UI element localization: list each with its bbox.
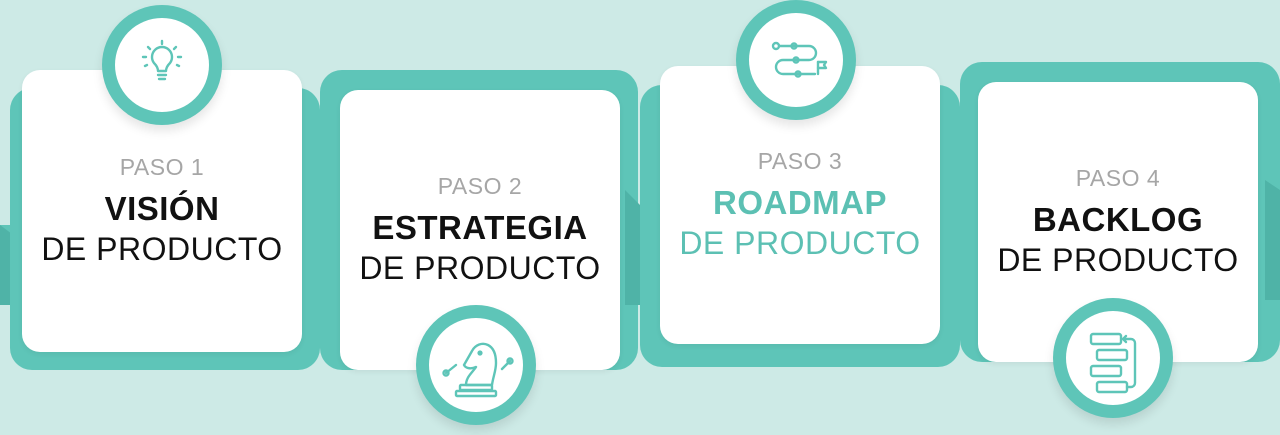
step-subtitle: DE PRODUCTO [997,241,1239,278]
step-label: PASO 3 [757,147,843,174]
step-label: PASO 4 [1075,164,1161,191]
lightbulb-icon [141,39,183,81]
step-2-badge [416,305,536,425]
step-subtitle: DE PRODUCTO [41,230,283,267]
chess-knight-icon [442,342,514,398]
step-4-badge [1053,298,1173,418]
backlog-list-icon [1089,332,1137,394]
step-subtitle: DE PRODUCTO [359,249,601,286]
step-label: PASO 1 [119,153,205,180]
step-1-badge [102,5,222,125]
step-3-badge [736,0,856,120]
step-card-1: PASO 1 VISIÓN DE PRODUCTO [22,70,302,352]
route-icon [771,41,828,78]
step-title: BACKLOG [1032,200,1204,238]
step-label: PASO 2 [437,172,523,199]
step-title: ROADMAP [713,183,887,221]
step-title: ESTRATEGIA [372,208,588,246]
step-title: VISIÓN [104,189,220,227]
step-subtitle: DE PRODUCTO [679,224,921,261]
